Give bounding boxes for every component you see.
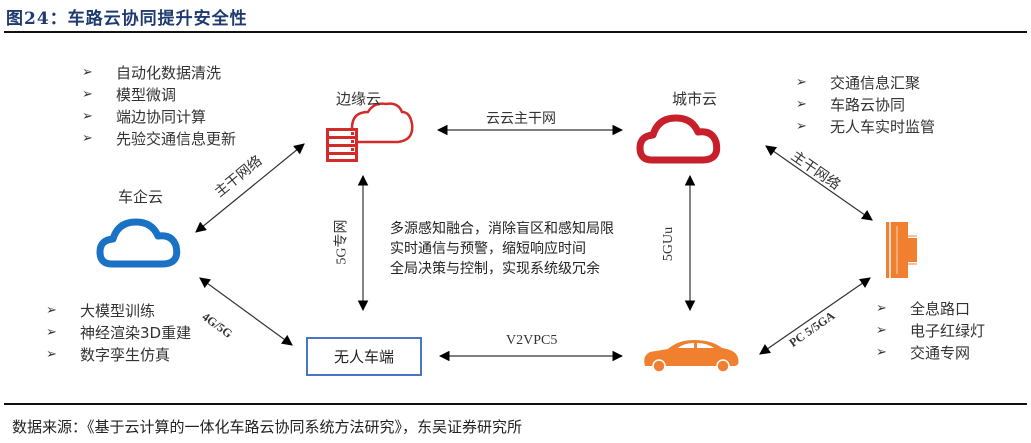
bullet-arrow-icon: ➢: [82, 131, 93, 146]
link-label-terminal-vehicle: V2VPC5: [506, 333, 558, 348]
roadside-functions: ➢全息路口 ➢电子红绿灯 ➢交通专网: [876, 298, 985, 364]
list-item: ➢无人车实时监管: [796, 118, 936, 136]
list-item: ➢模型微调: [82, 86, 177, 104]
road-intersection-icon: [886, 222, 917, 278]
link-label-edge-terminal: 5G专网: [334, 219, 350, 265]
edge-cloud-label: 边缘云: [336, 90, 382, 108]
list-item: ➢端边协同计算: [82, 108, 207, 126]
center-description: 多源感知融合，消除盲区和感知局限 实时通信与预警，缩短响应时间 全局决策与控制，…: [390, 219, 614, 279]
bullet-arrow-icon: ➢: [876, 323, 887, 338]
bullet-arrow-icon: ➢: [82, 109, 93, 124]
center-line: 全局决策与控制，实现系统级冗余: [390, 261, 600, 277]
bullet-arrow-icon: ➢: [796, 119, 807, 134]
bottom-rule: [4, 403, 1027, 405]
arrow-oem-terminal: [199, 277, 293, 346]
list-item: ➢交通信息汇聚: [796, 74, 921, 92]
edge-cloud-functions: ➢自动化数据清洗 ➢模型微调 ➢端边协同计算 ➢先验交通信息更新: [82, 62, 236, 150]
bullet-arrow-icon: ➢: [876, 301, 887, 316]
bullet-arrow-icon: ➢: [46, 325, 57, 340]
bullet-arrow-icon: ➢: [82, 65, 93, 80]
oem-cloud-functions: ➢大模型训练 ➢神经渲染3D重建 ➢数字孪生仿真: [46, 300, 191, 366]
figure-title: 图24：车路云协同提升安全性: [6, 9, 248, 29]
center-line: 实时通信与预警，缩短响应时间: [390, 241, 586, 257]
bullet-arrow-icon: ➢: [796, 75, 807, 90]
list-item: ➢全息路口: [876, 300, 971, 318]
top-rule: [4, 31, 1027, 33]
city-cloud-label: 城市云: [672, 90, 718, 108]
server-cloud-icon: [326, 102, 414, 162]
oem-cloud-label: 车企云: [118, 188, 164, 206]
bullet-arrow-icon: ➢: [46, 303, 57, 318]
list-item: ➢自动化数据清洗: [82, 64, 222, 82]
link-label-cloud-backbone: 云云主干网: [486, 111, 556, 127]
list-item: ➢先验交通信息更新: [82, 130, 237, 148]
cloud-icon-city: [636, 114, 721, 164]
city-cloud-functions: ➢交通信息汇聚 ➢车路云协同 ➢无人车实时监管: [796, 72, 935, 138]
bullet-arrow-icon: ➢: [796, 97, 807, 112]
bullet-arrow-icon: ➢: [46, 347, 57, 362]
arrow-city-roadside: [765, 145, 873, 221]
arrow-oem-edge: [195, 143, 305, 233]
link-label-city-vehicle: 5GUu: [661, 226, 677, 262]
car-icon: [644, 340, 739, 373]
figure-source: 数据来源：《基于云计算的一体化车路云协同系统方法研究》，东吴证券研究所: [12, 418, 523, 436]
list-item: ➢车路云协同: [796, 96, 906, 114]
autonomous-terminal-label: 无人车端: [333, 348, 394, 366]
cloud-icon-oem: [96, 218, 181, 268]
list-item: ➢大模型训练: [46, 302, 156, 320]
center-line: 多源感知融合，消除盲区和感知局限: [390, 221, 614, 237]
list-item: ➢交通专网: [876, 344, 971, 362]
list-item: ➢数字孪生仿真: [46, 346, 171, 364]
bullet-arrow-icon: ➢: [876, 345, 887, 360]
arrow-vehicle-roadside: [759, 277, 871, 355]
list-item: ➢电子红绿灯: [876, 322, 986, 340]
autonomous-terminal-box: 无人车端: [306, 337, 422, 376]
list-item: ➢神经渲染3D重建: [46, 324, 192, 342]
bullet-arrow-icon: ➢: [82, 87, 93, 102]
